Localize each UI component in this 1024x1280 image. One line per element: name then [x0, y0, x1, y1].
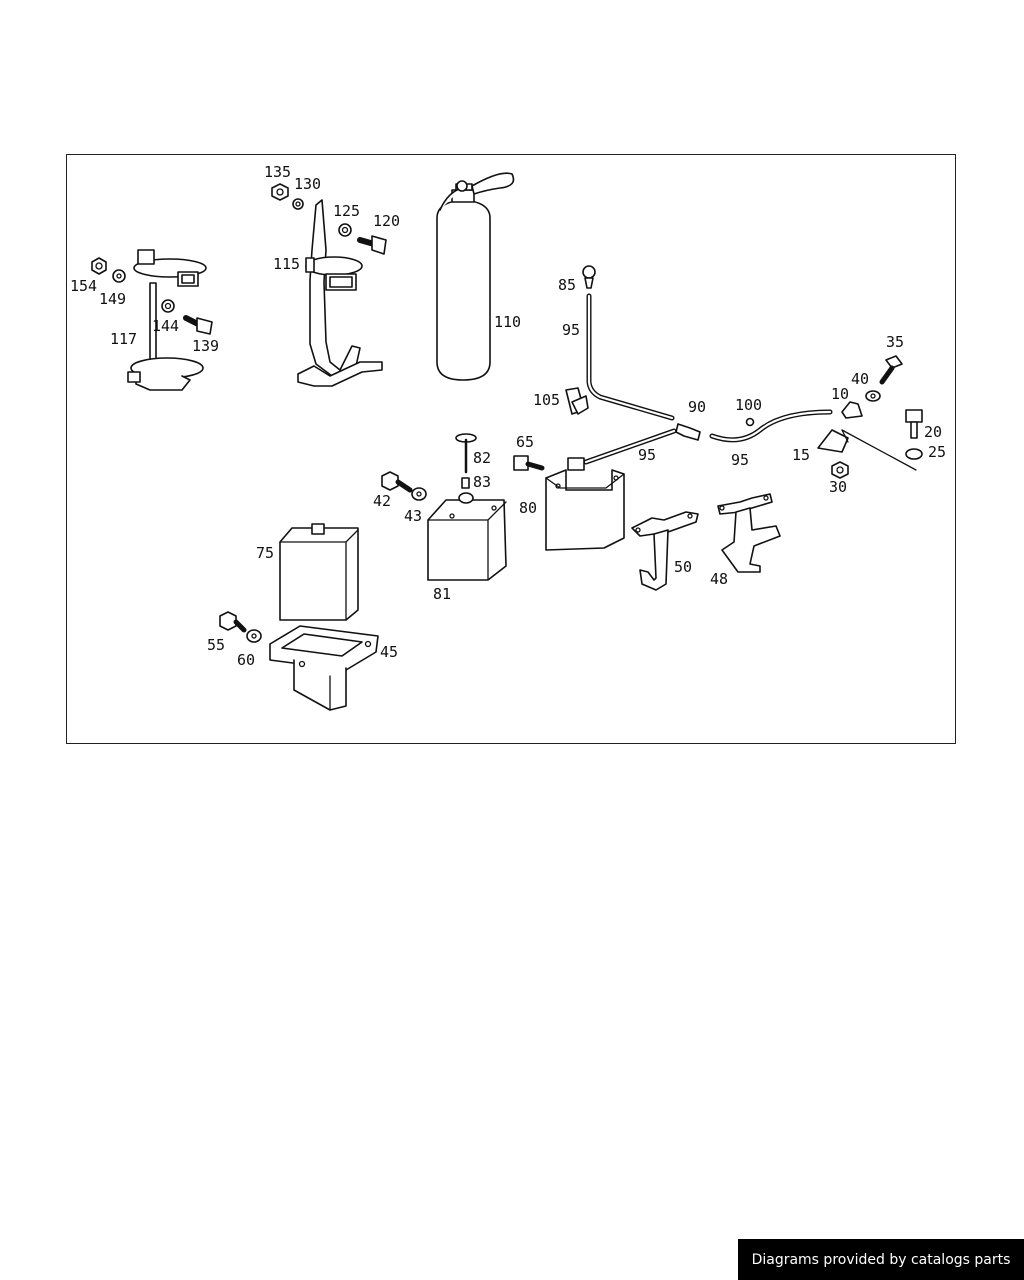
label-42: 42 [373, 492, 391, 510]
label-144: 144 [152, 317, 179, 335]
can-75 [279, 523, 359, 621]
bracket-115 [297, 199, 383, 387]
bolt-65 [513, 455, 545, 471]
fire-extinguisher-110 [436, 172, 515, 381]
label-82: 82 [473, 449, 491, 467]
credit-banner: Diagrams provided by catalogs parts [738, 1239, 1024, 1280]
reservoir-80 [545, 457, 625, 551]
label-110: 110 [494, 313, 521, 331]
bracket-105 [565, 387, 589, 415]
label-50: 50 [674, 558, 692, 576]
label-149: 149 [99, 290, 126, 308]
label-30: 30 [829, 478, 847, 496]
label-81: 81 [433, 585, 451, 603]
washer-25 [905, 448, 923, 460]
label-45: 45 [380, 643, 398, 661]
washer-125 [338, 223, 352, 237]
nozzle-10 [841, 401, 863, 419]
label-125: 125 [333, 202, 360, 220]
label-130: 130 [294, 175, 321, 193]
label-55: 55 [207, 636, 225, 654]
label-35: 35 [886, 333, 904, 351]
tank-81 [427, 492, 507, 581]
bracket-15 [817, 429, 917, 471]
nut-135 [271, 183, 289, 201]
nut-30 [831, 461, 849, 479]
hose-assembly [583, 293, 833, 465]
washer-144 [161, 299, 175, 313]
credit-text: Diagrams provided by catalogs parts [751, 1251, 1011, 1268]
nut-154 [91, 257, 107, 275]
bracket-48 [717, 493, 781, 573]
plug-83 [461, 477, 470, 489]
bolt-55 [219, 611, 247, 633]
label-105: 105 [533, 391, 560, 409]
label-139: 139 [192, 337, 219, 355]
bolt-42 [381, 471, 413, 493]
screw-35 [879, 355, 903, 385]
bolt-139 [183, 315, 213, 335]
label-120: 120 [373, 212, 400, 230]
label-95-upper: 95 [562, 321, 580, 339]
label-95-right: 95 [731, 451, 749, 469]
label-60: 60 [237, 651, 255, 669]
washer-149 [112, 269, 126, 283]
label-10: 10 [831, 385, 849, 403]
washer-40 [865, 390, 881, 402]
bolt-20 [905, 409, 923, 439]
dipstick-82 [455, 433, 477, 474]
washer-60 [246, 629, 262, 643]
label-117: 117 [110, 330, 137, 348]
label-43: 43 [404, 507, 422, 525]
label-100: 100 [735, 396, 762, 414]
washer-43 [411, 487, 427, 501]
label-115: 115 [273, 255, 300, 273]
label-20: 20 [924, 423, 942, 441]
label-15: 15 [792, 446, 810, 464]
label-75: 75 [256, 544, 274, 562]
label-80: 80 [519, 499, 537, 517]
label-83: 83 [473, 473, 491, 491]
carrier-45 [269, 625, 379, 711]
washer-130 [292, 198, 304, 210]
label-85: 85 [558, 276, 576, 294]
label-65: 65 [516, 433, 534, 451]
label-95-middle: 95 [638, 446, 656, 464]
label-135: 135 [264, 163, 291, 181]
part-labels: 154 149 117 144 139 135 130 125 120 115 … [70, 163, 946, 669]
bracket-117 [127, 249, 207, 391]
label-25: 25 [928, 443, 946, 461]
label-90: 90 [688, 398, 706, 416]
label-154: 154 [70, 277, 97, 295]
bracket-50 [631, 511, 699, 591]
bolt-120 [357, 235, 387, 255]
nozzle-85 [582, 265, 596, 289]
diagram-frame [66, 154, 956, 744]
label-48: 48 [710, 570, 728, 588]
parts-diagram: 154 149 117 144 139 135 130 125 120 115 … [70, 163, 946, 711]
label-40: 40 [851, 370, 869, 388]
